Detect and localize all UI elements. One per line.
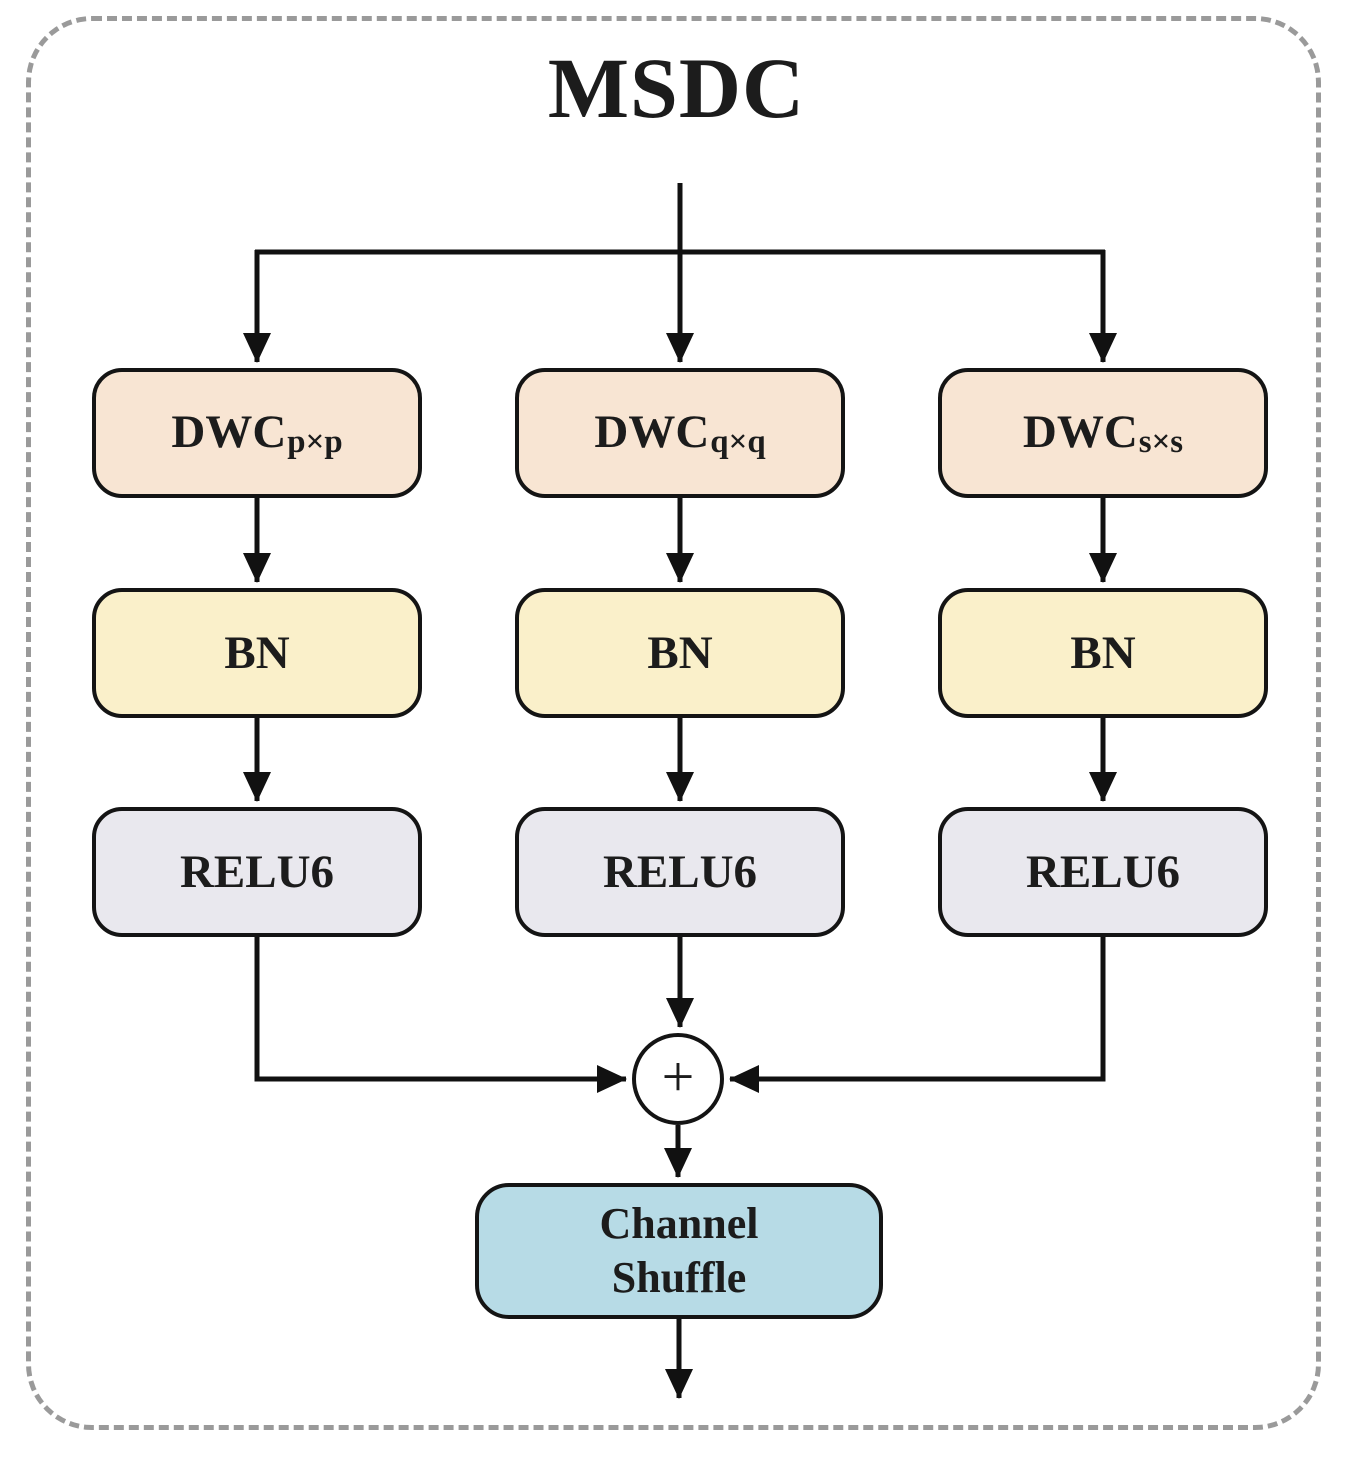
dwc-qxq-label: DWCq×q <box>594 405 766 461</box>
channel-shuffle-label-line1: Channel <box>599 1199 759 1249</box>
relu6-block-right: RELU6 <box>938 807 1268 937</box>
bn-block-left: BN <box>92 588 422 718</box>
relu6-block-left: RELU6 <box>92 807 422 937</box>
channel-shuffle-block: Channel Shuffle <box>475 1183 883 1319</box>
edge-relu-sum-right <box>729 937 1106 1093</box>
dwc-sxs-block: DWCs×s <box>938 368 1268 498</box>
bn-label-left: BN <box>224 627 290 679</box>
dwc-pxp-block: DWCp×p <box>92 368 422 498</box>
bn-label-right: BN <box>1070 627 1136 679</box>
relu6-label-mid: RELU6 <box>602 846 758 898</box>
relu6-label-right: RELU6 <box>1025 846 1181 898</box>
dwc-pxp-label: DWCp×p <box>171 405 343 461</box>
elementwise-sum-node: + <box>632 1033 724 1125</box>
dwc-sxs-label: DWCs×s <box>1022 405 1184 461</box>
edge-relu-sum-left <box>254 937 627 1093</box>
dashed-frame <box>26 16 1321 1430</box>
relu6-label-left: RELU6 <box>179 846 335 898</box>
diagram-title: MSDC <box>547 40 806 136</box>
dwc-qxq-block: DWCq×q <box>515 368 845 498</box>
bn-block-mid: BN <box>515 588 845 718</box>
channel-shuffle-label-line2: Shuffle <box>611 1253 747 1302</box>
bn-label-mid: BN <box>647 627 713 679</box>
bn-block-right: BN <box>938 588 1268 718</box>
relu6-block-mid: RELU6 <box>515 807 845 937</box>
plus-icon: + <box>661 1043 695 1109</box>
